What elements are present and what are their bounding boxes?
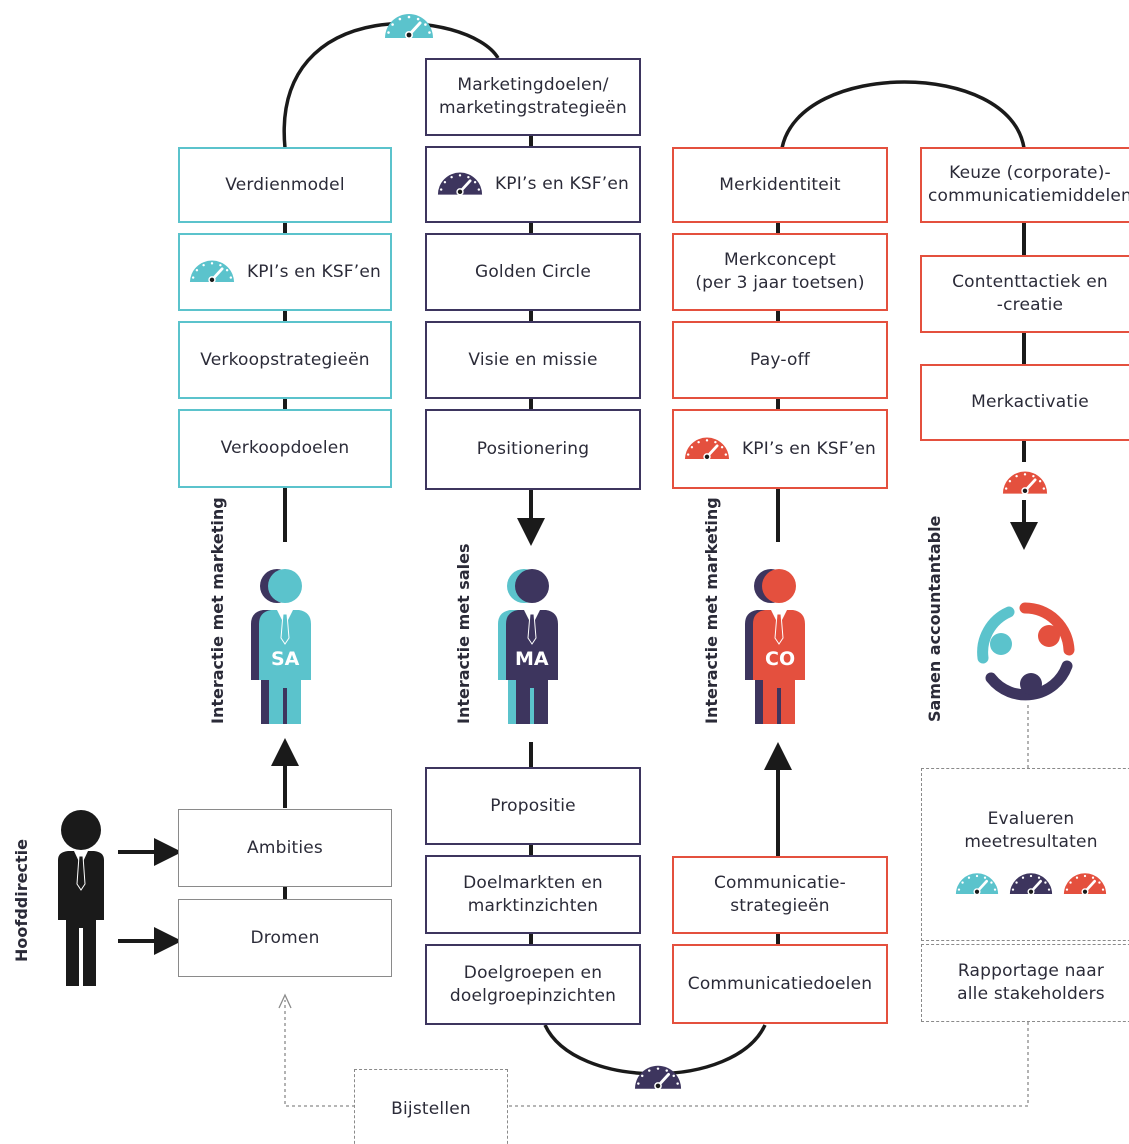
box-marketingdoelen: Marketingdoelen/ marketingstrategieën bbox=[425, 58, 641, 136]
box-bijstellen: Bijstellen bbox=[354, 1069, 508, 1144]
gauge-icon bbox=[955, 868, 999, 901]
gauge-icon bbox=[1002, 466, 1048, 498]
person-icon-co: CO bbox=[729, 568, 829, 732]
gauge-icon bbox=[1063, 868, 1107, 901]
person-initials: SA bbox=[271, 648, 300, 670]
box-marketing-kpi: KPI’s en KSF’en bbox=[425, 146, 641, 223]
box-merkactivatie: Merkactivatie bbox=[920, 364, 1129, 441]
person-icon-sa: SA bbox=[235, 568, 335, 732]
box-ambities: Ambities bbox=[178, 809, 392, 887]
box-visie-missie: Visie en missie bbox=[425, 321, 641, 399]
gauge-icon bbox=[684, 432, 730, 467]
box-merkidentiteit: Merkidentiteit bbox=[672, 147, 888, 223]
gauge-icon bbox=[634, 1060, 682, 1093]
box-verkoopstrategieen: Verkoopstrategieën bbox=[178, 321, 392, 399]
box-evalueren: Evalueren meetresultaten bbox=[921, 768, 1129, 941]
box-communicatiedoelen: Communicatiedoelen bbox=[672, 944, 888, 1024]
box-sales-kpi: KPI’s en KSF’en bbox=[178, 233, 392, 311]
box-propositie: Propositie bbox=[425, 767, 641, 845]
box-golden-circle: Golden Circle bbox=[425, 233, 641, 311]
box-doelgroepen: Doelgroepen en doelgroepinzichten bbox=[425, 944, 641, 1025]
top-arc-comms-activation bbox=[780, 80, 1026, 149]
person-initials: CO bbox=[765, 648, 796, 670]
box-pay-off: Pay-off bbox=[672, 321, 888, 399]
person-icon-ma: MA bbox=[482, 568, 582, 732]
top-arc-sales-marketing bbox=[282, 21, 500, 149]
gauge-icon bbox=[1009, 868, 1053, 901]
box-dromen: Dromen bbox=[178, 899, 392, 977]
gauge-icon bbox=[189, 255, 235, 290]
gauge-icon bbox=[384, 8, 434, 42]
box-verkoopdoelen: Verkoopdoelen bbox=[178, 409, 392, 488]
gauge-icon bbox=[437, 167, 483, 202]
box-keuze-middelen: Keuze (corporate)- communicatiemiddelen bbox=[920, 147, 1129, 223]
label-interactie-marketing-col: Interactie met sales bbox=[454, 543, 473, 725]
person-icon-board bbox=[52, 808, 112, 992]
box-positionering: Positionering bbox=[425, 409, 641, 490]
label-interactie-comms-col: Interactie met marketing bbox=[702, 497, 721, 724]
label-samen-accountable: Samen accountantable bbox=[925, 515, 944, 722]
box-doelmarkten: Doelmarkten en marktinzichten bbox=[425, 855, 641, 934]
box-comms-kpi: KPI’s en KSF’en bbox=[672, 409, 888, 489]
box-rapportage: Rapportage naar alle stakeholders bbox=[921, 944, 1129, 1022]
box-contenttactiek: Contenttactiek en -creatie bbox=[920, 255, 1129, 333]
team-cycle-icon bbox=[969, 600, 1083, 708]
box-verdienmodel: Verdienmodel bbox=[178, 147, 392, 223]
box-communicatiestrategieen: Communicatie- strategieën bbox=[672, 856, 888, 934]
label-hoofddirectie: Hoofddirectie bbox=[12, 839, 31, 962]
box-merkconcept: Merkconcept (per 3 jaar toetsen) bbox=[672, 233, 888, 311]
label-interactie-sales-col: Interactie met marketing bbox=[208, 497, 227, 724]
gauge-row bbox=[955, 868, 1107, 901]
person-initials: MA bbox=[515, 648, 549, 670]
